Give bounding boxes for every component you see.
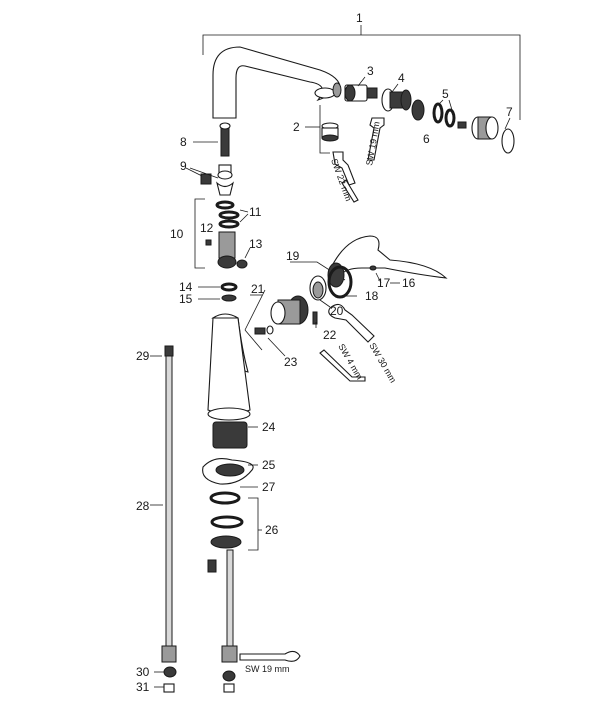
callout-15: 15 — [179, 292, 193, 306]
callout-14: 14 — [179, 280, 193, 294]
tool-label-sw19-top: SW 19 mm — [364, 121, 382, 167]
callout-4: 4 — [398, 71, 405, 85]
callout-10: 10 — [170, 227, 184, 241]
faucet-body — [207, 313, 251, 421]
callout-24: 24 — [262, 420, 276, 434]
handle-adapter — [309, 262, 357, 308]
hose-left — [150, 345, 177, 663]
hose-connector-parts — [185, 122, 234, 196]
callout-8: 8 — [180, 135, 187, 149]
tool-label-sw30: SW 30 mm — [367, 341, 398, 385]
spout-group-bracket — [202, 25, 521, 120]
callout-9: 9 — [180, 159, 187, 173]
callout-16: 16 — [402, 276, 416, 290]
callout-labels: 1 2 3 4 5 6 7 8 9 10 11 12 13 14 15 16 1… — [136, 11, 513, 694]
callout-2: 2 — [293, 120, 300, 134]
callout-12: 12 — [200, 221, 214, 235]
small-screw — [457, 121, 467, 129]
callout-20: 20 — [330, 304, 344, 318]
callout-7: 7 — [506, 105, 513, 119]
callout-29: 29 — [136, 349, 150, 363]
callout-3: 3 — [367, 64, 374, 78]
end-cap — [471, 116, 515, 154]
callout-25: 25 — [262, 458, 276, 472]
callout-30: 30 — [136, 665, 150, 679]
callout-23: 23 — [284, 355, 298, 369]
lever-handle — [329, 235, 448, 284]
callout-11: 11 — [249, 205, 262, 219]
callout-1: 1 — [356, 11, 363, 25]
diverter-unit — [332, 76, 378, 102]
callout-6: 6 — [423, 132, 430, 146]
callout-26: 26 — [265, 523, 279, 537]
callout-28: 28 — [136, 499, 150, 513]
callout-18: 18 — [365, 289, 379, 303]
aerator — [305, 122, 339, 142]
mounting-washer — [202, 458, 258, 485]
connector-nut — [381, 83, 412, 112]
wrench-sw30 — [328, 303, 375, 343]
callout-31: 31 — [136, 680, 150, 694]
tool-labels: SW 19 mm SW 22 mm SW 30 mm SW 4 mm SW 19… — [245, 121, 398, 674]
tool-label-sw19-bottom: SW 19 mm — [245, 664, 290, 674]
fixing-set — [207, 486, 262, 573]
callout-17: 17 — [377, 276, 391, 290]
wrench-sw19-bottom — [239, 650, 301, 662]
callout-22: 22 — [323, 328, 337, 342]
threaded-shank — [212, 421, 258, 449]
wrench-sw22 — [332, 151, 359, 203]
hose-right — [221, 549, 238, 693]
hose-fittings-left — [154, 666, 177, 693]
callout-27: 27 — [262, 480, 276, 494]
seal-set — [411, 99, 456, 128]
aerator-bracket — [319, 105, 330, 154]
lower-seals — [198, 282, 238, 302]
spout — [212, 46, 341, 119]
callout-13: 13 — [249, 237, 263, 251]
callout-21: 21 — [251, 282, 265, 296]
callout-19: 19 — [286, 249, 300, 263]
callout-5: 5 — [442, 87, 449, 101]
hex-key-sw4 — [319, 349, 366, 382]
valve-body — [194, 198, 251, 269]
cartridge — [244, 289, 318, 357]
wrench-sw19-top — [367, 117, 385, 161]
